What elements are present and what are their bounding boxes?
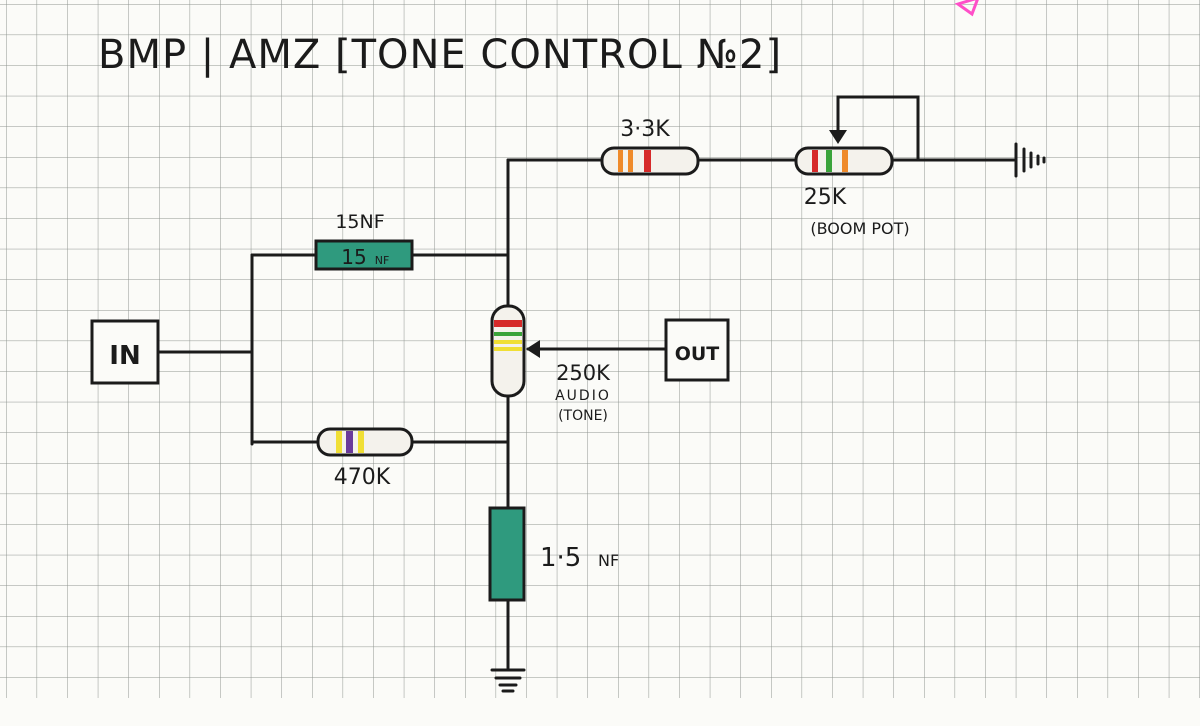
band: [812, 150, 818, 172]
resistor-470k: [316, 427, 414, 457]
pot-25k-label: 25K: [804, 185, 847, 210]
band: [826, 150, 832, 172]
resistor-3k3-label: 3·3K: [620, 117, 670, 142]
band: [346, 431, 353, 453]
pot-250k-label: 250K: [556, 361, 611, 385]
output-terminal-label: OUT: [675, 343, 720, 365]
capacitor-1n5-value: 1·5: [540, 543, 581, 573]
band: [494, 332, 522, 336]
pot25-wiper-arrow: [829, 130, 847, 144]
pot-250k-note: (TONE): [558, 408, 608, 424]
pink-marker-mark: [954, 0, 979, 17]
pot250-wiper-arrow: [526, 340, 540, 358]
band: [358, 431, 364, 453]
input-terminal-label: IN: [109, 341, 140, 371]
input-terminal: IN: [90, 319, 160, 385]
capacitor-15nf: 15 NF: [314, 239, 414, 271]
band: [494, 340, 522, 344]
pot-250k-taper: AUDIO: [555, 388, 611, 404]
pot-25k-note: (BOOM POT): [810, 219, 909, 238]
resistor-3k3: [600, 146, 700, 176]
band: [494, 347, 522, 351]
pot-250k-tone: [490, 304, 526, 398]
capacitor-15nf-label: 15NF: [335, 211, 384, 233]
band: [494, 320, 522, 327]
capacitor-1n5-unit: NF: [598, 551, 619, 570]
output-terminal: OUT: [664, 318, 730, 382]
resistor-470k-label: 470K: [334, 465, 391, 490]
band: [336, 431, 342, 453]
band: [644, 150, 651, 172]
wires: [156, 95, 1016, 670]
capacitor-15nf-body-unit: NF: [375, 254, 390, 267]
diagram-title: BMP | AMZ [TONE CONTROL №2]: [98, 32, 782, 78]
ground-symbol-right: [1014, 142, 1046, 178]
wire-pot25-feedback: [836, 95, 920, 162]
paper-bottom-margin: [0, 698, 1200, 726]
pot-25k: [794, 146, 894, 176]
ground-symbol-bottom: [490, 668, 526, 693]
capacitor-1n5: [488, 506, 526, 602]
band: [628, 150, 633, 172]
band: [618, 150, 623, 172]
capacitor-15nf-body-value: 15: [341, 245, 366, 269]
band: [842, 150, 848, 172]
